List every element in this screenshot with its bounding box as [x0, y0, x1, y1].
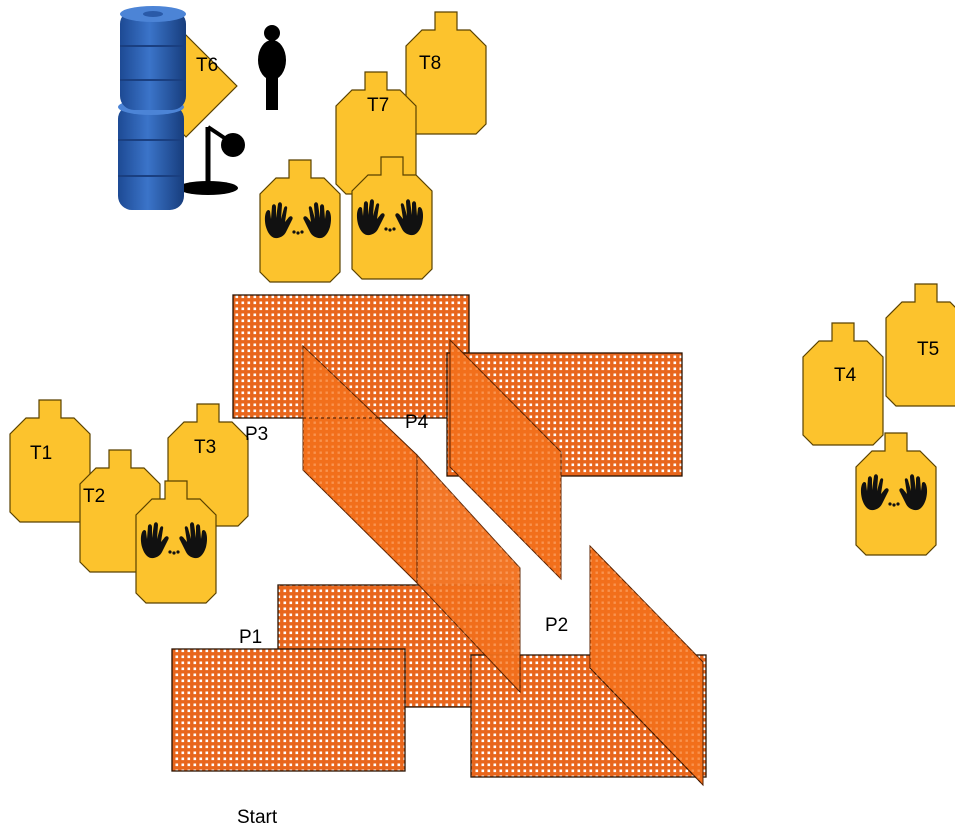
label-p4: P4	[405, 412, 429, 433]
label-p2: P2	[545, 615, 568, 636]
label-t6: T6	[196, 55, 218, 76]
label-t4: T4	[834, 365, 857, 386]
wall-p1-front	[171, 648, 406, 772]
diagonal-wall-p2	[589, 544, 704, 787]
label-t7: T7	[367, 95, 389, 116]
label-t5: T5	[917, 339, 939, 360]
target-t8	[405, 11, 487, 135]
barrel-stack-icon	[118, 6, 186, 210]
no-shoot-target	[259, 159, 341, 283]
label-t8: T8	[419, 53, 441, 74]
diagonal-wall-p4	[449, 338, 562, 581]
label-t1: T1	[30, 443, 52, 464]
label-t2: T2	[83, 486, 105, 507]
no-shoot-target	[855, 432, 937, 556]
silhouette-target-icon	[258, 25, 286, 110]
label-p1: P1	[239, 627, 262, 648]
label-start: Start	[237, 807, 278, 827]
diagonal-wall-center	[302, 344, 521, 694]
label-t3: T3	[194, 437, 216, 458]
label-p3: P3	[245, 424, 268, 445]
